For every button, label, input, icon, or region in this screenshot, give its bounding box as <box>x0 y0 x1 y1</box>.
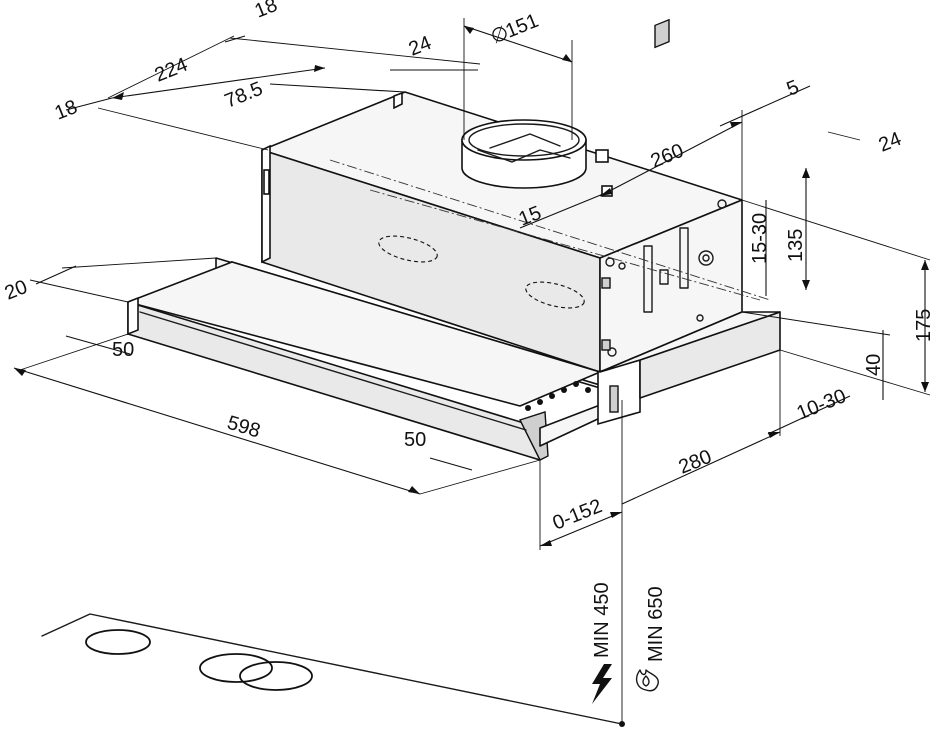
label-50-bottom: 50 <box>404 429 426 451</box>
cooktop-surface <box>41 613 625 727</box>
label-min-650: MIN 650 <box>645 586 667 662</box>
label-0-152: 0-152 <box>550 495 606 535</box>
label-78-5: 78.5 <box>222 78 266 113</box>
label-598: 598 <box>225 412 263 443</box>
label-280: 280 <box>676 446 715 479</box>
label-224: 224 <box>152 54 191 87</box>
label-135: 135 <box>785 229 807 262</box>
label-260: 260 <box>648 140 687 173</box>
label-151: 151 <box>502 10 541 43</box>
lightning-bolt-icon <box>592 664 612 704</box>
label-18-left: 18 <box>52 96 81 125</box>
label-40: 40 <box>863 354 885 376</box>
air-outlet-spigot <box>461 119 613 197</box>
telescopic-drawer <box>127 257 781 461</box>
label-min-450: MIN 450 <box>591 582 613 658</box>
gas-flame-icon <box>635 669 659 692</box>
label-15-30: 15-30 <box>749 213 771 264</box>
label-50-left: 50 <box>112 339 134 361</box>
label-24-right: 24 <box>876 128 905 157</box>
label-175: 175 <box>913 309 935 342</box>
label-18-top: 18 <box>252 0 281 23</box>
label-10-30: 10-30 <box>794 385 850 425</box>
label-20: 20 <box>2 276 31 305</box>
dimension-lines <box>13 18 931 724</box>
